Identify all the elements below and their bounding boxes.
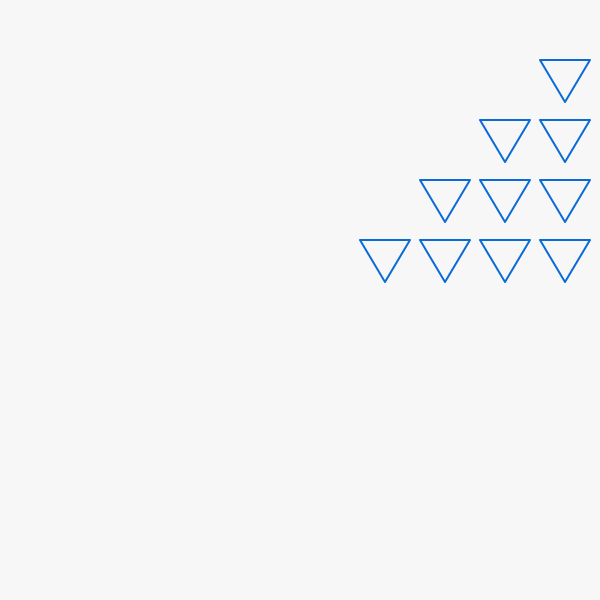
triangle-down-icon (419, 179, 471, 223)
triangle-down-icon (479, 179, 531, 223)
triangle-down-icon (539, 179, 591, 223)
triangle-down-icon (419, 239, 471, 283)
triangle-down-icon (539, 239, 591, 283)
triangle-down-icon (539, 119, 591, 163)
triangle-down-icon (479, 119, 531, 163)
triangle-down-icon (359, 239, 411, 283)
triangle-down-icon (479, 239, 531, 283)
triangle-down-icon (539, 59, 591, 103)
